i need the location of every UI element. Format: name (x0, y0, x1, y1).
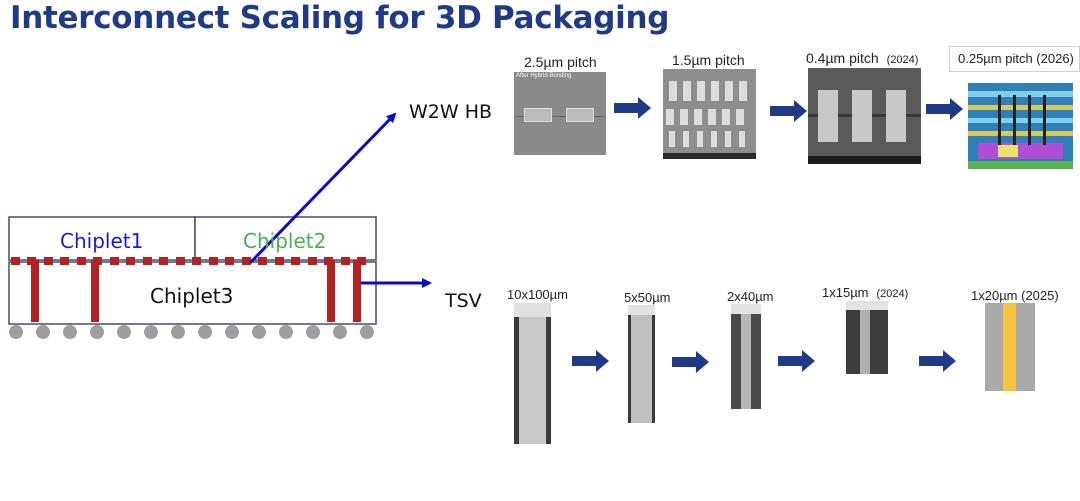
tsv-step-arrow-2 (672, 351, 709, 373)
tsv-step-4-label: 1x15µm(2024) (822, 285, 909, 300)
chiplet3-label: Chiplet3 (150, 284, 234, 308)
hb-image-caption: After Hybrid Bonding (516, 73, 572, 79)
hb-layout-image-0p25um (968, 83, 1073, 169)
tsv-step-arrow-4 (919, 350, 956, 372)
hb-sem-image-1p5um (663, 69, 756, 159)
tsv-sem-image-5x50um (628, 305, 655, 423)
tsv-step-3-label: 2x40µm (727, 289, 774, 304)
hb-step-4-label: 0.25µm pitch (2026) (958, 51, 1074, 66)
hb-step-arrow-3 (926, 98, 963, 120)
tsv-diagram-1x20um (985, 303, 1035, 391)
tsv-pillars (31, 260, 361, 322)
hb-step-arrow-2 (770, 100, 807, 122)
hb-step-4-label-box (949, 46, 1080, 72)
tsv-step-1-label: 10x100µm (507, 287, 568, 302)
tsv-label: TSV (445, 290, 482, 312)
tsv-sem-image-2x40um (731, 304, 761, 409)
chiplet2-box (194, 216, 377, 261)
tsv-step-arrow-1 (572, 350, 609, 372)
hb-sem-image-0p4um (808, 68, 921, 164)
tsv-step-2-label: 5x50µm (624, 290, 671, 305)
tsv-step-arrow-3 (778, 350, 815, 372)
w2w-hb-label: W2W HB (409, 101, 493, 123)
solder-bumps (9, 325, 374, 339)
hb-step-1-label: 2.5µm pitch (524, 54, 597, 70)
hb-sem-image-2p5um: After Hybrid Bonding (514, 72, 606, 155)
chiplet3-box (8, 261, 377, 325)
hb-step-arrow-1 (614, 97, 651, 119)
hb-step-2-label: 1.5µm pitch (672, 52, 745, 68)
tsv-step-5-label: 1x20µm (2025) (971, 288, 1059, 303)
chiplet2-label: Chiplet2 (243, 229, 327, 253)
tsv-sem-image-1x15um (846, 301, 888, 374)
hb-step-3-label: 0.4µm pitch(2024) (806, 50, 919, 66)
tsv-sem-image-10x100um (514, 303, 551, 444)
chiplet1-box (8, 216, 196, 261)
page-title: Interconnect Scaling for 3D Packaging (10, 0, 670, 36)
chiplet1-label: Chiplet1 (60, 229, 144, 253)
w2w-hb-pointer-arrow (248, 112, 397, 265)
